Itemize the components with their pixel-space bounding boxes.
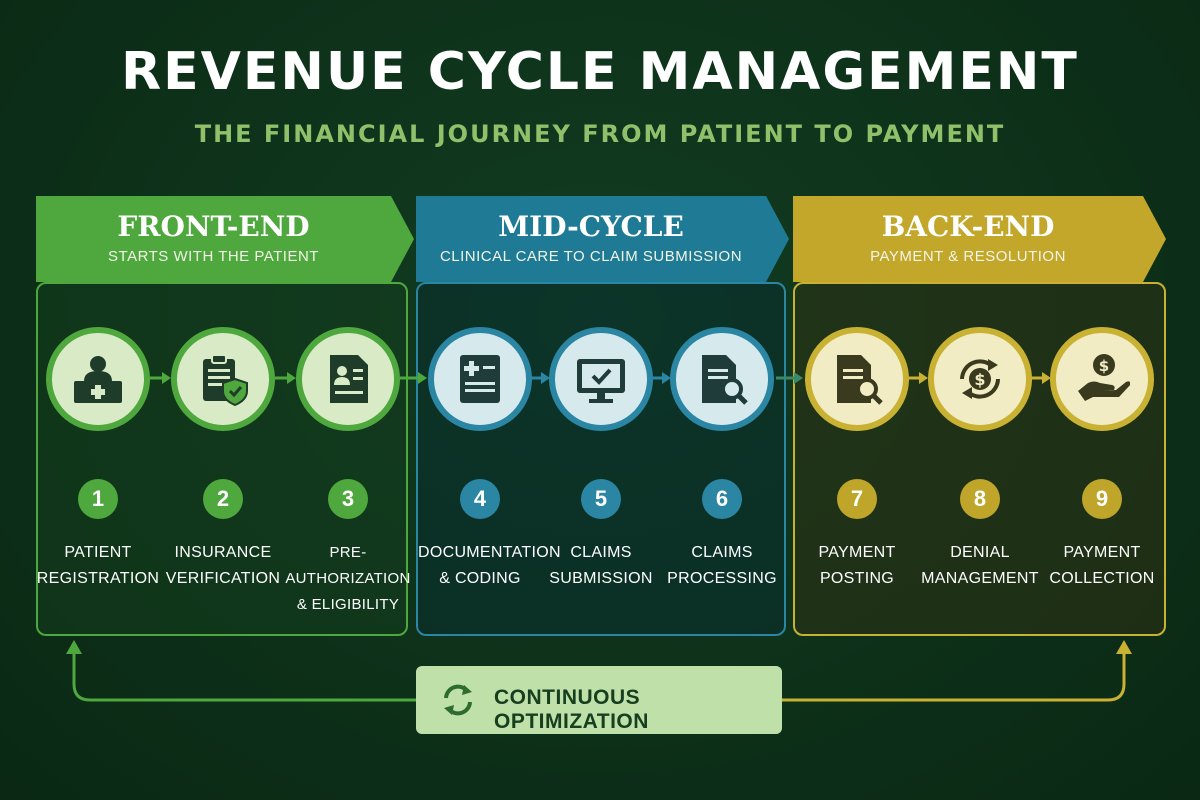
id-document-icon xyxy=(330,355,368,403)
step-label: INSURANCE VERIFICATION xyxy=(161,540,285,592)
dollar-cycle-icon: $ xyxy=(960,359,1000,399)
step-label-line2: MANAGEMENT xyxy=(921,570,1039,587)
step-number: 3 xyxy=(328,479,368,519)
step-label-line1: PAYMENT xyxy=(818,544,896,561)
step-1-circle xyxy=(46,327,150,431)
clipboard-shield-icon xyxy=(203,354,248,407)
step-label-line1: CLAIMS xyxy=(570,544,632,561)
step-label-line2: POSTING xyxy=(819,570,895,587)
document-search-icon xyxy=(702,355,748,405)
refresh-cycle-icon xyxy=(444,684,472,716)
step-3-circle xyxy=(296,327,400,431)
step-6-circle xyxy=(670,327,774,431)
arrow-5-6 xyxy=(650,372,671,384)
step-number: 8 xyxy=(960,479,1000,519)
step-number: 6 xyxy=(702,479,742,519)
svg-text:$: $ xyxy=(974,370,985,389)
step-label-line2: VERIFICATION xyxy=(165,570,281,587)
arrow-6-7 xyxy=(776,372,803,384)
step-label: PATIENT REGISTRATION xyxy=(36,540,160,592)
document-search-icon xyxy=(837,355,883,405)
monitor-check-icon xyxy=(577,359,625,403)
step-label: CLAIMS PROCESSING xyxy=(660,540,784,592)
step-number: 9 xyxy=(1082,479,1122,519)
step-2-circle xyxy=(171,327,275,431)
arrow-7-8 xyxy=(907,372,928,384)
svg-text:$: $ xyxy=(1099,357,1109,375)
phase-subtitle: CLINICAL CARE TO CLAIM SUBMISSION xyxy=(439,248,743,265)
page-title: REVENUE CYCLE MANAGEMENT xyxy=(121,42,1079,102)
step-label-line2: & ELIGIBILITY xyxy=(296,596,400,613)
phase-title: FRONT-END xyxy=(117,210,310,243)
step-label-line2: REGISTRATION xyxy=(36,570,160,587)
step-label: PAYMENT COLLECTION xyxy=(1040,540,1164,592)
step-label: DOCUMENTATION & CODING xyxy=(418,540,561,592)
step-label-line2: COLLECTION xyxy=(1049,570,1155,587)
arrow-3-4 xyxy=(400,372,427,384)
step-number: 7 xyxy=(837,479,877,519)
step-8-circle: $ xyxy=(928,327,1032,431)
arrow-1-2 xyxy=(150,372,171,384)
step-label-line1: PRE-AUTHORIZATION xyxy=(285,544,411,587)
continuous-optimization-box: CONTINUOUS OPTIMIZATION xyxy=(416,666,782,734)
phase-header-mid-cycle: MID-CYCLE CLINICAL CARE TO CLAIM SUBMISS… xyxy=(416,196,796,282)
medical-record-icon xyxy=(460,355,500,403)
step-number: 4 xyxy=(460,479,500,519)
step-label-line1: PAYMENT xyxy=(1063,544,1141,561)
phase-subtitle: PAYMENT & RESOLUTION xyxy=(870,248,1066,265)
step-4-circle xyxy=(428,327,532,431)
arrow-2-3 xyxy=(275,372,296,384)
phase-subtitle: STARTS WITH THE PATIENT xyxy=(108,248,319,265)
step-label: CLAIMS SUBMISSION xyxy=(539,540,663,592)
step-label-line1: CLAIMS xyxy=(691,544,753,561)
step-number: 2 xyxy=(203,479,243,519)
step-label-line2: & CODING xyxy=(439,570,521,587)
phase-header-front-end: FRONT-END STARTS WITH THE PATIENT xyxy=(36,196,416,282)
phase-title: MID-CYCLE xyxy=(498,210,684,243)
step-label-line1: DENIAL xyxy=(950,544,1010,561)
step-7-circle xyxy=(805,327,909,431)
phase-header-back-end: BACK-END PAYMENT & RESOLUTION xyxy=(793,196,1173,282)
step-label-line1: PATIENT xyxy=(64,544,132,561)
step-label: DENIAL MANAGEMENT xyxy=(918,540,1042,592)
phase-title: BACK-END xyxy=(881,210,1055,243)
step-label: PAYMENT POSTING xyxy=(795,540,919,592)
arrow-8-9 xyxy=(1030,372,1051,384)
step-9-circle: $ xyxy=(1050,327,1154,431)
step-number: 5 xyxy=(581,479,621,519)
optimization-label: CONTINUOUS OPTIMIZATION xyxy=(494,686,649,733)
step-label-line1: INSURANCE xyxy=(174,544,272,561)
patient-desk-icon xyxy=(74,356,122,403)
page-subtitle: THE FINANCIAL JOURNEY FROM PATIENT TO PA… xyxy=(194,120,1006,148)
arrow-4-5 xyxy=(529,372,550,384)
step-label-line1: DOCUMENTATION xyxy=(418,544,561,561)
step-label: PRE-AUTHORIZATION & ELIGIBILITY xyxy=(282,540,414,618)
step-label-line2: PROCESSING xyxy=(667,570,777,587)
step-label-line2: SUBMISSION xyxy=(549,570,653,587)
step-number: 1 xyxy=(78,479,118,519)
hand-coin-icon: $ xyxy=(1078,354,1130,401)
